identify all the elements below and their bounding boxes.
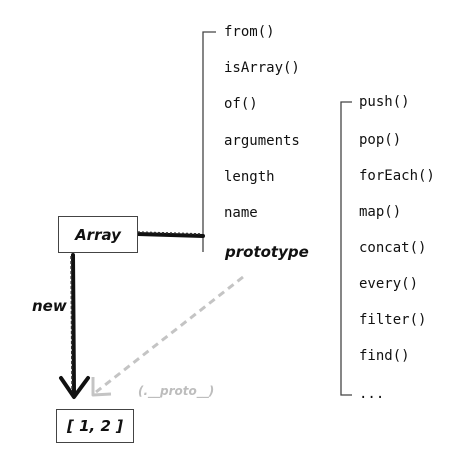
instance-node: [ 1, 2 ] [56,409,134,443]
static-members-bracket [202,31,216,252]
proto-link-label: (.__proto__) [138,384,215,398]
array-node-label: Array [75,225,121,244]
prototype-method: map() [359,204,402,220]
prototype-label: prototype [225,243,309,261]
prototype-method-ellipsis: ... [359,386,385,402]
static-member: from() [224,24,275,40]
static-member: length [224,169,275,185]
new-arrow-shaft [71,253,76,395]
prototype-method: concat() [359,240,427,256]
new-label: new [32,297,67,315]
prototype-method: filter() [359,312,427,328]
static-member: name [224,205,258,221]
prototype-methods-bracket [340,101,352,396]
array-to-members-link [136,232,205,238]
prototype-method: every() [359,276,419,292]
proto-dashed-arrow-head [91,377,112,397]
proto-dashed-arrow [95,275,244,394]
static-member: isArray() [224,60,300,76]
prototype-method: pop() [359,132,402,148]
prototype-method: find() [359,348,410,364]
static-member: of() [224,96,258,112]
prototype-method: push() [359,94,410,110]
static-member: arguments [224,133,300,149]
prototype-method: forEach() [359,168,435,184]
new-arrow-head [59,376,90,399]
array-node: Array [58,216,138,253]
instance-node-label: [ 1, 2 ] [67,417,123,435]
